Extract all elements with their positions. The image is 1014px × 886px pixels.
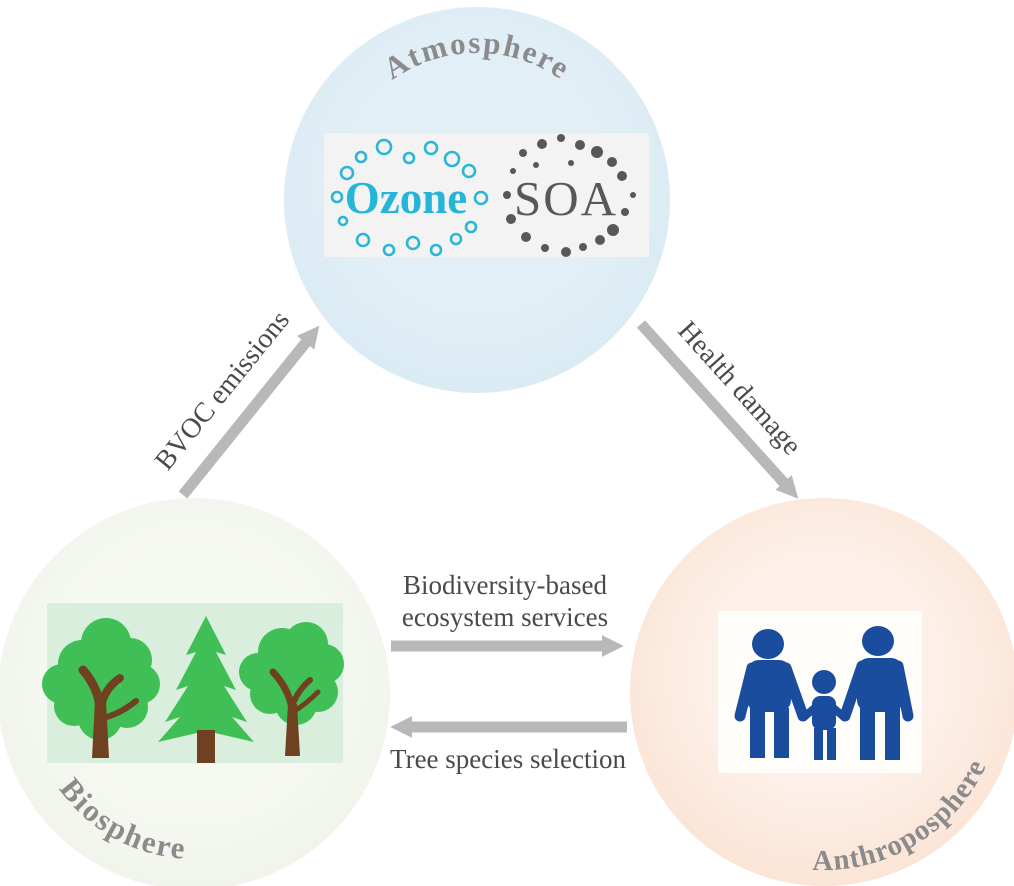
- deciduous-tree-left: [42, 618, 160, 758]
- ecosystem-services-label-line2: ecosystem services: [402, 602, 608, 632]
- family-icon: [734, 626, 914, 760]
- biosphere-panel: [42, 603, 344, 763]
- child-figure: [800, 670, 848, 760]
- soa-label: SOA: [514, 171, 618, 226]
- health-damage-arrow: [636, 320, 799, 499]
- ozone-label: Ozone: [345, 173, 467, 223]
- adult-figure-right: [839, 626, 914, 760]
- anthroposphere-panel: [718, 611, 922, 773]
- atmosphere-panel: Ozone SOA: [324, 133, 649, 257]
- aerosol-particles-icon: [503, 134, 636, 257]
- ecosystem-services-label-line1: Biodiversity-based: [403, 570, 607, 600]
- ozone-bubbles-icon: [330, 138, 489, 257]
- conifer-tree: [158, 616, 254, 763]
- bvoc-emissions-arrow: [178, 325, 320, 499]
- tree-selection-label: Tree species selection: [390, 744, 626, 774]
- deciduous-tree-right: [239, 622, 344, 756]
- adult-figure-left: [734, 629, 809, 758]
- three-trees-icon: [42, 616, 344, 763]
